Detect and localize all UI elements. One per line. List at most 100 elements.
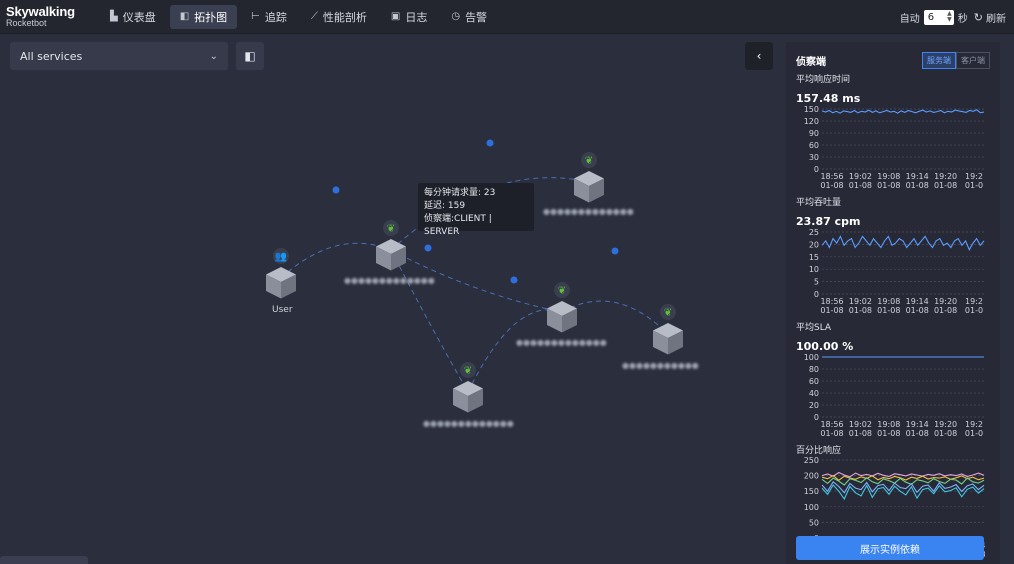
edge-midpoint[interactable]: [611, 247, 619, 255]
service-node[interactable]: ❦: [453, 362, 483, 413]
x-tick-label: 01-08: [934, 181, 957, 190]
x-tick-label: 19:2: [965, 420, 983, 429]
topology-edge[interactable]: [390, 249, 469, 393]
main-nav: ▙仪表盘 ◧ 拓扑图 ⊢ 追踪 ⟋性能剖析 ▣ 日志 ◷告警: [100, 0, 501, 33]
y-tick-label: 100: [804, 353, 819, 362]
y-tick-label: 60: [809, 377, 819, 386]
group-icon: ◧: [244, 49, 256, 63]
nav-item[interactable]: ⟋性能剖析: [301, 5, 377, 29]
refresh-label[interactable]: 刷新: [986, 13, 1006, 25]
nav-item-label: 日志: [405, 10, 428, 24]
spring-leaf-icon: ❦: [387, 224, 395, 235]
x-tick-label: 19:14: [906, 172, 929, 181]
detect-point-toggle: 服务端 客户端: [922, 51, 990, 69]
metric-title: 百分比响应: [796, 446, 842, 456]
x-tick-label: 19:2: [965, 172, 983, 181]
group-toggle-button[interactable]: ◧: [236, 42, 264, 70]
nav-item[interactable]: ▙仪表盘: [100, 5, 166, 29]
nav-item[interactable]: ◷告警: [441, 5, 497, 29]
logo-main-text: Skywalking: [6, 4, 75, 19]
metric-chart: 10080604020018:5601-0819:0201-0819:0801-…: [804, 353, 984, 438]
user-group-icon: 👥: [275, 252, 287, 263]
user-node[interactable]: 👥: [266, 248, 296, 299]
top-nav-bar: Skywalking Rocketbot ▙仪表盘 ◧ 拓扑图 ⊢ 追踪 ⟋性能剖析 ▣ 日志…: [0, 0, 1014, 34]
metric-value: 100.00 %: [796, 340, 854, 353]
y-tick-label: 20: [809, 240, 819, 249]
seg-server-button[interactable]: 服务端: [922, 51, 956, 69]
nav-item-label: 追踪: [264, 10, 287, 24]
metric-chart: 252015105018:5601-0819:0201-0819:0801-08…: [809, 228, 985, 315]
spring-leaf-icon: ❦: [558, 286, 566, 297]
edge-midpoint[interactable]: [332, 186, 340, 194]
spring-leaf-icon: ❦: [585, 156, 593, 167]
y-tick-label: 80: [809, 365, 819, 374]
x-tick-label: 19:02: [849, 172, 872, 181]
y-tick-label: 20: [809, 401, 819, 410]
node-label: ●●●●●●●●●●●●●: [543, 207, 634, 216]
edge-midpoint[interactable]: [486, 139, 494, 147]
y-tick-label: 0: [814, 290, 819, 299]
series-line: [821, 477, 985, 486]
x-tick-label: 01-08: [849, 181, 872, 190]
alarm-icon: ◷: [451, 11, 461, 22]
y-tick-label: 50: [809, 518, 819, 527]
topology-icon: ◧: [179, 11, 190, 22]
nav-item-label: 拓扑图: [194, 10, 228, 24]
service-node[interactable]: ❦: [547, 282, 577, 333]
y-tick-label: 15: [809, 253, 819, 262]
logo[interactable]: Skywalking Rocketbot: [0, 5, 100, 28]
x-tick-label: 01-08: [849, 306, 872, 315]
service-node[interactable]: ❦: [653, 304, 683, 355]
nav-item[interactable]: ⊢ 追踪: [241, 5, 297, 29]
tooltip-latency-value: 159: [447, 201, 466, 211]
trace-icon: ⊢: [251, 11, 260, 22]
interval-value: 6: [927, 11, 935, 23]
y-tick-label: 30: [809, 153, 819, 162]
panel-header: 侦察端 服务端 客户端: [796, 51, 990, 69]
topology-edge[interactable]: [561, 300, 669, 335]
service-node[interactable]: ❦: [376, 220, 406, 271]
tooltip-cpm-value: 23: [483, 188, 496, 198]
y-tick-label: 100: [804, 503, 819, 512]
topology-edge[interactable]: [390, 249, 563, 313]
nav-item[interactable]: ▣ 日志: [381, 5, 437, 29]
x-tick-label: 19:20: [934, 420, 957, 429]
edge-midpoint[interactable]: [424, 244, 432, 252]
x-tick-label: 19:08: [877, 172, 900, 181]
y-tick-label: 0: [814, 165, 819, 174]
stepper-arrows-icon[interactable]: ▲▼: [947, 9, 952, 23]
y-tick-label: 200: [804, 472, 819, 481]
tooltip-latency-row: 延迟: 159: [424, 200, 528, 213]
y-tick-label: 60: [809, 141, 819, 150]
logo-sub-text: Rocketbot: [6, 18, 47, 28]
y-tick-label: 120: [804, 117, 819, 126]
auto-label[interactable]: 自动: [899, 13, 920, 25]
seg-client-button[interactable]: 客户端: [956, 51, 990, 69]
edge-midpoint[interactable]: [510, 276, 518, 284]
metric-value: 23.87 cpm: [796, 215, 861, 228]
x-tick-label: 01-08: [906, 306, 929, 315]
spring-leaf-icon: ❦: [664, 308, 672, 319]
x-tick-label: 18:56: [820, 172, 843, 181]
topology-graph[interactable]: 👥 ❦ ❦ ❦ ❦ ❦: [0, 34, 780, 556]
service-select[interactable]: All services ⌄: [10, 42, 228, 70]
log-icon: ▣: [390, 11, 401, 22]
show-instance-deps-button[interactable]: 展示实例依赖: [796, 536, 984, 560]
x-tick-label: 19:08: [877, 297, 900, 306]
refresh-icon[interactable]: ↻: [973, 10, 983, 24]
interval-stepper[interactable]: 6 ▲▼: [923, 9, 954, 25]
topology-edge[interactable]: [467, 309, 563, 393]
spring-leaf-icon: ❦: [464, 366, 472, 377]
chevron-down-icon: ⌄: [209, 50, 218, 62]
tooltip-latency-label: 延迟:: [424, 201, 446, 211]
nav-item[interactable]: ◧ 拓扑图: [169, 4, 238, 29]
bottom-tab[interactable]: [0, 556, 88, 564]
collapse-panel-button[interactable]: ‹: [745, 42, 773, 70]
x-tick-label: 19:14: [906, 297, 929, 306]
x-tick-label: 01-08: [820, 181, 843, 190]
x-tick-label: 01-0: [965, 429, 983, 438]
metric-value: 157.48 ms: [796, 92, 861, 105]
topology-edge[interactable]: [280, 242, 392, 279]
x-tick-label: 01-08: [877, 306, 900, 315]
service-node[interactable]: ❦: [574, 152, 604, 203]
